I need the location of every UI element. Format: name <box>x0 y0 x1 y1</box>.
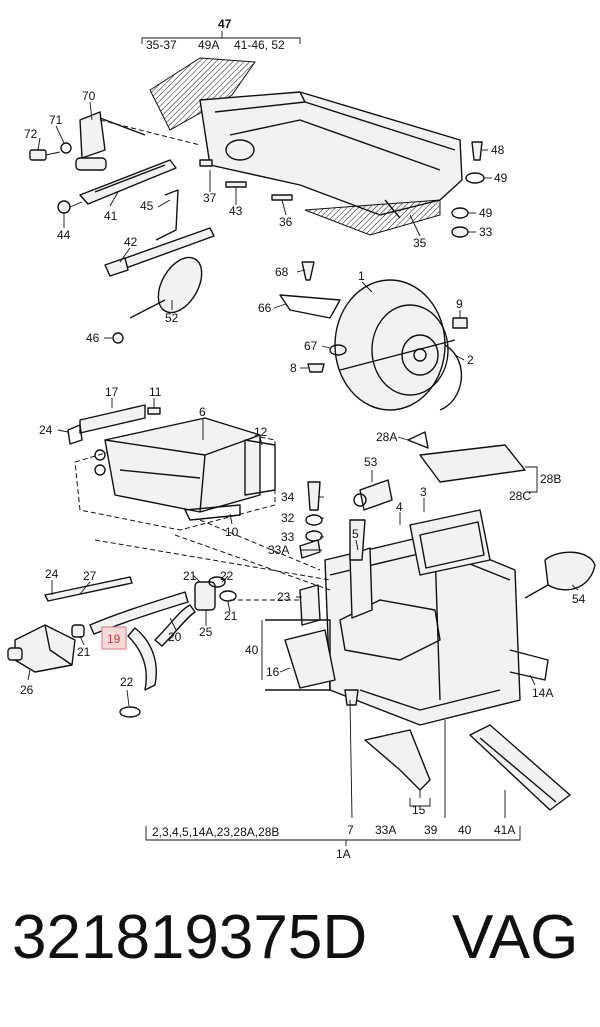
callout-22-a: 22 <box>220 569 234 583</box>
callout-28a: 28A <box>376 430 397 444</box>
group-1a-sub-2: 7 <box>347 823 354 837</box>
blower-motor <box>279 261 468 411</box>
callout-68: 68 <box>275 265 289 279</box>
callout-32: 32 <box>281 511 295 525</box>
group-1a-sub-5: 40 <box>458 823 472 837</box>
callout-labels: 70 71 72 41 44 45 37 43 36 35 48 49 49 3… <box>20 89 586 817</box>
callout-11: 11 <box>149 385 162 399</box>
callout-54: 54 <box>572 592 586 606</box>
callout-37: 37 <box>203 191 217 205</box>
callout-49-lower: 49 <box>479 206 493 220</box>
callout-72: 72 <box>24 127 38 141</box>
callout-14a: 14A <box>532 686 553 700</box>
callout-33a: 33A <box>268 543 289 557</box>
part-number-footer: 321819375D VAG <box>0 880 600 1027</box>
leader-lines <box>27 101 579 819</box>
callout-21-c: 21 <box>77 645 91 659</box>
callout-25: 25 <box>199 625 213 639</box>
part-number: 321819375D <box>12 903 368 972</box>
group-1a-sub-1: 2,3,4,5,14A,23,28A,28B <box>152 825 279 839</box>
group-47-sub-2: 49A <box>198 38 219 52</box>
callout-26: 26 <box>20 683 34 697</box>
callout-67: 67 <box>304 339 318 353</box>
callout-42: 42 <box>124 235 138 249</box>
callout-36: 36 <box>279 215 293 229</box>
callout-43: 43 <box>229 204 243 218</box>
group-47-sub-1: 35-37 <box>146 38 177 52</box>
callout-70: 70 <box>82 89 96 103</box>
group-47-sub-3: 41-46, 52 <box>234 38 285 52</box>
callout-24-upper: 24 <box>39 423 53 437</box>
callout-16: 16 <box>266 665 280 679</box>
callout-6: 6 <box>199 405 206 419</box>
callout-49-upper: 49 <box>494 171 508 185</box>
callout-21-a: 21 <box>183 569 197 583</box>
bottom-group-bracket: 2,3,4,5,14A,23,28A,28B 7 33A 39 40 41A 1… <box>145 823 521 861</box>
callout-24-lower: 24 <box>45 567 59 581</box>
right-top-hardware <box>451 141 485 238</box>
callout-34: 34 <box>281 490 295 504</box>
brand-name: VAG <box>452 903 579 972</box>
callout-5: 5 <box>352 527 359 541</box>
callout-27: 27 <box>83 569 97 583</box>
left-upper-parts <box>29 111 215 344</box>
highlighted-callout-19[interactable]: 19 <box>101 626 127 650</box>
callout-3: 3 <box>420 485 427 499</box>
group-1a-sub-4: 39 <box>424 823 438 837</box>
callout-28b: 28B <box>540 472 561 486</box>
callout-8: 8 <box>290 361 297 375</box>
callout-33-top: 33 <box>479 225 493 239</box>
group-1a-sub-6: 41A <box>494 823 515 837</box>
callout-41: 41 <box>104 209 118 223</box>
callout-28c: 28C <box>509 489 531 503</box>
callout-2: 2 <box>467 353 474 367</box>
callout-22-b: 22 <box>120 675 134 689</box>
callout-1: 1 <box>358 269 365 283</box>
callout-71: 71 <box>49 113 63 127</box>
callout-33-mid: 33 <box>281 530 295 544</box>
callout-53: 53 <box>364 455 378 469</box>
callout-12: 12 <box>254 425 268 439</box>
callout-35: 35 <box>413 236 427 250</box>
callout-19[interactable]: 19 <box>107 632 121 646</box>
callout-45: 45 <box>140 199 154 213</box>
main-heater-box <box>265 431 596 811</box>
callout-23: 23 <box>277 590 291 604</box>
callout-10: 10 <box>225 525 239 539</box>
group-47-label: 47 <box>218 17 232 31</box>
callout-44: 44 <box>57 228 71 242</box>
callout-4: 4 <box>396 500 403 514</box>
callout-9: 9 <box>456 297 463 311</box>
callout-52: 52 <box>165 311 179 325</box>
heater-core <box>67 404 276 531</box>
coolant-hoses <box>7 576 237 718</box>
callout-15: 15 <box>412 803 426 817</box>
assembly-lines <box>94 119 331 601</box>
callout-17: 17 <box>105 385 119 399</box>
callout-48: 48 <box>491 143 505 157</box>
exploded-parts-diagram: 47 35-37 49A 41-46, 52 <box>7 17 596 861</box>
group-1a-sub-3: 33A <box>375 823 396 837</box>
callout-46: 46 <box>86 331 100 345</box>
callout-66: 66 <box>258 301 272 315</box>
callout-40-left: 40 <box>245 643 259 657</box>
upper-housing <box>149 57 463 236</box>
callout-20: 20 <box>168 630 182 644</box>
group-1a-label: 1A <box>336 847 351 861</box>
top-group-bracket: 47 35-37 49A 41-46, 52 <box>141 17 301 52</box>
callout-21-b: 21 <box>224 609 238 623</box>
